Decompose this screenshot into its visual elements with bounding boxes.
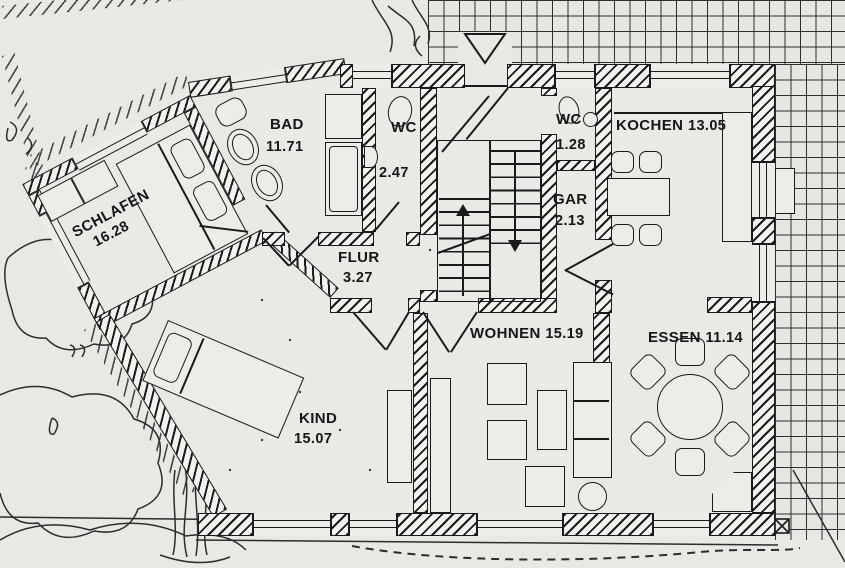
wc-sink [583,112,598,127]
stair-down-arrowhead [508,240,522,252]
sideboard-shelf [574,400,609,402]
room-label-kochen: KOCHEN 13.05 [616,117,727,134]
wall-segment [413,313,428,513]
shower [325,94,362,139]
window [352,64,392,88]
wall-segment [752,86,775,162]
wall-segment [318,232,374,246]
window-box [775,168,795,214]
stair-up-arrow [462,214,464,296]
wall-segment [752,302,775,513]
dining-table [657,374,723,440]
stair-divider [489,140,491,302]
wall-segment [420,290,437,302]
room-label-bad: BAD [270,116,304,133]
desk [387,390,412,483]
wc-sink [364,146,378,168]
room-label-wc2: WC [556,111,582,128]
terrace-door [752,244,775,302]
chair [639,151,662,173]
window [477,513,563,536]
wall-segment [408,298,420,313]
sideboard [573,362,612,478]
wall-segment [541,88,557,96]
room-label-flur: FLUR [338,249,380,266]
wall-segment [730,64,775,88]
coffee-table [525,466,565,507]
wall-segment [710,513,775,536]
chair [611,224,634,246]
room-area-flur: 3.27 [343,270,373,286]
terrace-tiles-top [428,0,845,64]
bathtub-inner [329,146,358,212]
stair-up-arrowhead [456,204,470,216]
chair [639,224,662,246]
room-label-gar: GAR [553,191,588,208]
window [752,162,775,218]
washbasin [220,123,266,171]
window [653,513,710,536]
room-area-gar: 2.13 [555,213,585,229]
room-label-essen: ESSEN 11.14 [648,329,743,346]
kitchen-table [607,178,670,216]
chair [675,448,705,476]
wall-segment [330,298,372,313]
window [650,64,730,88]
armchair [487,363,527,405]
wall-segment [198,513,253,536]
room-label-wohnen: WOHNEN 15.19 [470,325,584,342]
cabinet [430,378,451,513]
kitchen-counter-line [614,112,722,114]
tree-top [371,0,431,57]
washbasin-inner [227,129,259,165]
wall-segment [392,64,465,88]
hand-scribble [48,344,86,435]
wall-segment [707,297,752,313]
wall-segment [595,64,650,88]
room-area-wc1: 2.47 [379,165,409,181]
room-label-kind: KIND [299,410,338,427]
wall-segment [420,88,437,235]
chair [611,151,634,173]
window [349,513,397,536]
window [253,513,331,536]
embankment-hatch [2,0,218,19]
sideboard-shelf [574,438,609,440]
wall-segment [188,75,232,98]
terrace-tiles-right [775,64,845,540]
wall-segment [595,88,612,240]
bidet [212,94,250,130]
wall-segment [752,218,775,244]
side-table [537,390,567,450]
wall-segment [331,513,349,536]
stair-down-arrow [514,150,516,242]
room-area-wc2: 1.28 [556,137,586,153]
room-area-bad: 11.71 [266,139,304,155]
chair [675,338,705,366]
kitchen-counter [722,112,752,242]
boundary-dashed [351,545,801,561]
wall-segment [507,64,555,88]
armchair [487,420,527,460]
plant [578,482,607,511]
wall-segment [563,513,653,536]
bathtub [325,142,362,216]
wall-segment [397,513,477,536]
wall-segment [557,160,595,171]
window [555,64,595,88]
room-label-wc1: WC [391,119,417,136]
entry-threshold [465,85,507,87]
room-area-kind: 15.07 [294,431,333,447]
wall-segment [406,232,420,246]
